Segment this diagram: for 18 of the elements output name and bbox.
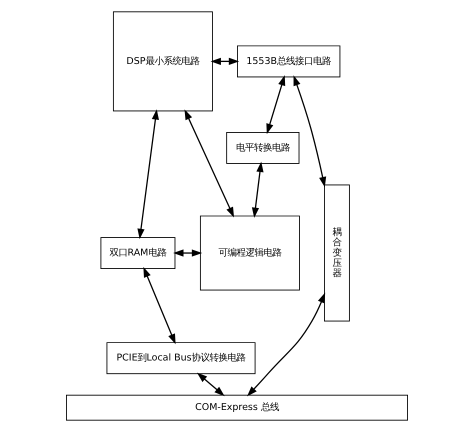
node-box: 电平转换电路: [226, 132, 300, 164]
node-box: 双口RAM电路: [100, 237, 176, 269]
arrow: [137, 109, 159, 240]
arrow: [173, 249, 202, 257]
arrow: [196, 372, 225, 396]
node-box: 1553B总线接口电路: [237, 45, 340, 78]
node-box: PCIE到Local Bus协议转换电路: [106, 342, 256, 374]
node-box: 可编程逻辑电路: [200, 216, 300, 290]
node-box: DSP最小系统电路: [112, 11, 213, 112]
node-box: 耦合变压器: [324, 184, 350, 322]
arrow: [143, 266, 176, 344]
arrow: [252, 162, 264, 218]
node-box: COM-Express 总线: [66, 394, 408, 421]
arrow: [266, 75, 286, 134]
arrow: [184, 109, 234, 218]
arrow: [210, 58, 240, 65]
arrow: [294, 75, 326, 188]
arrow: [247, 292, 326, 396]
